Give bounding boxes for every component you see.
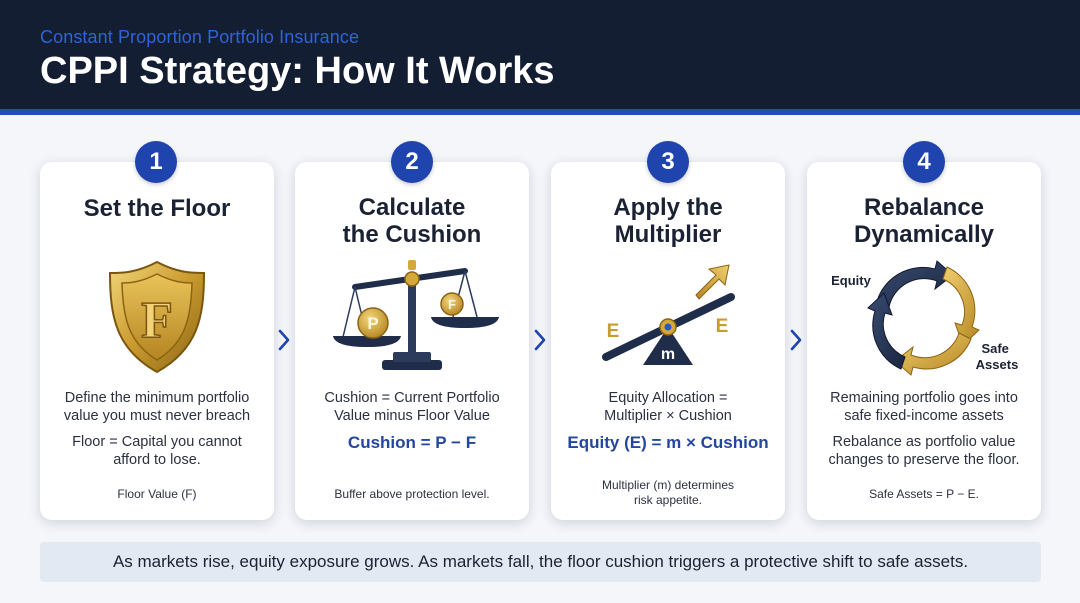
step-3-description: Equity Allocation = Multiplier × Cushion — [604, 390, 732, 424]
step-1-card: Set the Floor F Define the minimum portf… — [40, 162, 274, 520]
step-4-title: Rebalance Dynamically — [853, 194, 995, 248]
step-3-title: Apply the Multiplier — [613, 194, 723, 248]
header: Constant Proportion Portfolio Insurance … — [0, 0, 1080, 115]
equity-right-label: E — [716, 316, 729, 337]
chevron-right-icon — [278, 329, 290, 351]
shield-letter: F — [141, 292, 173, 349]
step-3-note: Multiplier (m) determines risk appetite. — [601, 478, 735, 507]
step-2-title: Calculate the Cushion — [342, 194, 482, 248]
step-1-description: Define the minimum portfolio value you m… — [63, 390, 251, 424]
equity-left-label: E — [607, 321, 620, 342]
coin-p-label: P — [367, 314, 378, 333]
header-subtitle: Constant Proportion Portfolio Insurance — [40, 27, 360, 47]
step-4-detail: Rebalance as portfolio value changes to … — [828, 434, 1020, 468]
step-1-title: Set the Floor — [83, 195, 231, 222]
rebalance-cycle-icon: Equity Safe Assets — [831, 260, 1019, 376]
step-2-formula: Cushion = P − F — [347, 433, 477, 452]
footer-summary: As markets rise, equity exposure grows. … — [40, 542, 1041, 582]
balance-scale-icon: P F — [333, 260, 499, 370]
step-4-note: Safe Assets = P − E. — [869, 487, 979, 501]
step-1-detail: Floor = Capital you cannot afford to los… — [72, 434, 242, 468]
step-4-badge: 4 — [903, 141, 945, 183]
step-2-card: Calculate the Cushion P F Cushion = Curr… — [295, 162, 529, 520]
step-3-formula: Equity (E) = m × Cushion — [567, 433, 769, 452]
seesaw-lever-icon: m E E — [602, 264, 735, 365]
multiplier-label: m — [661, 346, 675, 363]
shield-icon: F — [108, 260, 206, 374]
header-title: CPPI Strategy: How It Works — [40, 50, 555, 92]
safe-assets-label-line-1: Safe — [981, 341, 1008, 356]
safe-assets-label-line-2: Assets — [976, 357, 1019, 372]
safe-assets-label: Safe Assets — [976, 341, 1019, 372]
step-4-card: Rebalance Dynamically Equity Safe Assets… — [807, 162, 1041, 520]
coin-f-label: F — [448, 297, 456, 312]
step-3-card: Apply the Multiplier m E E Equity Alloca… — [551, 162, 785, 520]
step-3-badge: 3 — [647, 141, 689, 183]
step-2-note: Buffer above protection level. — [334, 487, 490, 501]
step-2-badge: 2 — [391, 141, 433, 183]
step-1-note: Floor Value (F) — [117, 487, 197, 501]
step-2-description: Cushion = Current Portfolio Value minus … — [324, 390, 500, 424]
equity-label: Equity — [831, 273, 871, 288]
chevron-right-icon — [790, 329, 802, 351]
step-1-badge: 1 — [135, 141, 177, 183]
step-4-description: Remaining portfolio goes into safe fixed… — [830, 390, 1018, 424]
chevron-right-icon — [534, 329, 546, 351]
